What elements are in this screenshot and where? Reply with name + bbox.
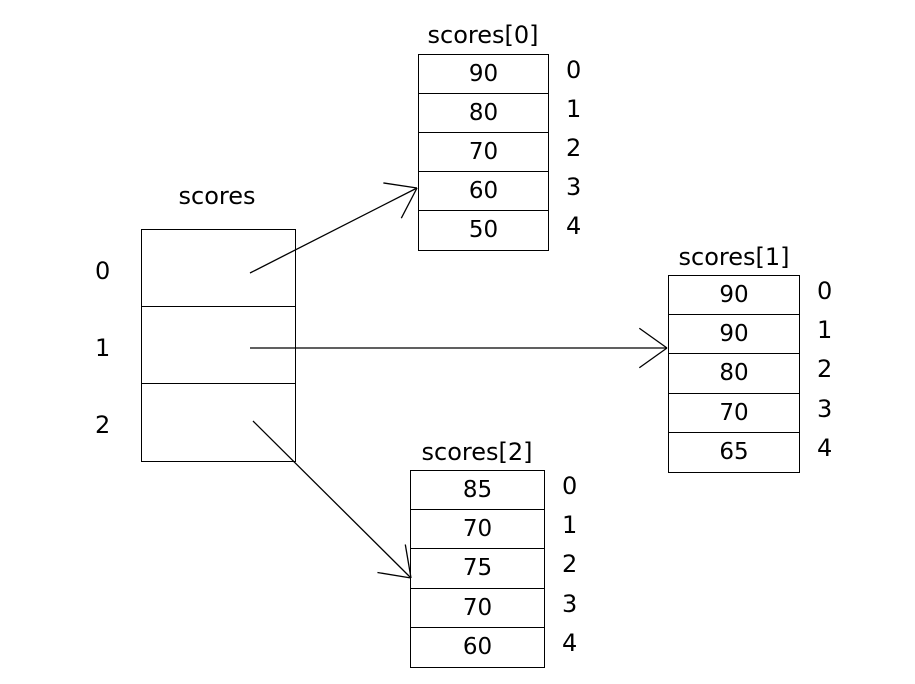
- inner-array-0-title: scores[0]: [427, 21, 539, 49]
- inner-array-1-cell-0[interactable]: 90: [669, 276, 799, 315]
- inner-array-0-cell-2-value: 70: [468, 138, 499, 165]
- inner-array-0-cell-1-value: 80: [468, 99, 499, 126]
- inner-array-1-index-3: 3: [817, 394, 833, 423]
- inner-array-2-index-4: 4: [562, 628, 578, 657]
- inner-array-0-index-4: 4: [566, 211, 582, 240]
- outer-array-cell-1[interactable]: [142, 307, 295, 384]
- inner-array-2-index-0: 0: [562, 471, 578, 500]
- inner-array-2-cell-3-value: 70: [462, 594, 493, 621]
- inner-array-1-cell-4-value: 65: [719, 439, 749, 465]
- inner-array-2-cell-1-value: 70: [462, 515, 493, 542]
- outer-array-index-0: 0: [95, 256, 111, 285]
- inner-array-0-cell-0-value: 90: [468, 60, 499, 87]
- inner-array-2-index-1: 1: [562, 510, 578, 539]
- inner-array-2-cell-3[interactable]: 70: [411, 589, 544, 628]
- outer-array-box: [141, 229, 296, 462]
- inner-array-0-cell-4[interactable]: 50: [419, 211, 548, 250]
- inner-array-0-cell-0[interactable]: 90: [419, 55, 548, 94]
- inner-array-0-box: 90 80 70 60 50: [418, 54, 549, 251]
- arrow-scores-1: [250, 327, 668, 369]
- inner-array-2-title: scores[2]: [421, 438, 533, 466]
- inner-array-1-cell-1-value: 90: [719, 320, 749, 347]
- outer-array-title: scores: [178, 182, 256, 210]
- inner-array-1-index-1: 1: [817, 315, 833, 344]
- inner-array-1-index-4: 4: [817, 433, 833, 462]
- inner-array-2-cell-0[interactable]: 85: [411, 471, 544, 510]
- inner-array-1-cell-3[interactable]: 70: [669, 394, 799, 433]
- inner-array-2-cell-4-value: 60: [462, 634, 493, 660]
- outer-array-index-1: 1: [95, 333, 111, 362]
- inner-array-1-cell-2-value: 80: [719, 360, 749, 386]
- inner-array-1-cell-1[interactable]: 90: [669, 315, 799, 354]
- inner-array-0-cell-4-value: 50: [468, 217, 499, 243]
- inner-array-2-index-3: 3: [562, 589, 578, 618]
- outer-array-cell-0[interactable]: [142, 230, 295, 307]
- inner-array-2-cell-2[interactable]: 75: [411, 549, 544, 589]
- inner-array-0-cell-3[interactable]: 60: [419, 172, 548, 211]
- inner-array-1-index-0: 0: [817, 276, 833, 305]
- arrow-scores-2-head-barb-0: [377, 571, 412, 579]
- inner-array-2-cell-0-value: 85: [462, 476, 493, 503]
- inner-array-1-cell-0-value: 90: [719, 281, 749, 308]
- inner-array-1-cell-3-value: 70: [719, 399, 749, 426]
- arrow-scores-1-head-barb-1: [638, 327, 668, 349]
- inner-array-1-box: 90 90 80 70 65: [668, 275, 800, 473]
- outer-array-index-2: 2: [95, 410, 111, 439]
- arrow-scores-0-head-barb-1: [383, 182, 418, 189]
- inner-array-0-index-0: 0: [566, 55, 582, 84]
- inner-array-2-cell-1[interactable]: 70: [411, 510, 544, 549]
- inner-array-1-title: scores[1]: [678, 243, 790, 271]
- inner-array-2-cell-2-value: 75: [462, 555, 493, 581]
- inner-array-2-box: 85 70 75 70 60: [410, 470, 545, 668]
- inner-array-2-cell-4[interactable]: 60: [411, 628, 544, 667]
- inner-array-0-index-1: 1: [566, 94, 582, 123]
- outer-array-cell-2[interactable]: [142, 384, 295, 461]
- arrow-scores-0-head-barb-0: [400, 187, 418, 219]
- inner-array-1-cell-4[interactable]: 65: [669, 433, 799, 472]
- inner-array-0-index-2: 2: [566, 133, 582, 162]
- inner-array-2-index-2: 2: [562, 550, 578, 578]
- inner-array-1-index-2: 2: [817, 355, 833, 383]
- arrow-scores-1-head-barb-0: [638, 347, 668, 369]
- inner-array-0-index-3: 3: [566, 172, 582, 201]
- inner-array-0-cell-2[interactable]: 70: [419, 133, 548, 172]
- inner-array-0-cell-1[interactable]: 80: [419, 94, 548, 133]
- inner-array-0-cell-3-value: 60: [468, 177, 499, 204]
- inner-array-1-cell-2[interactable]: 80: [669, 354, 799, 394]
